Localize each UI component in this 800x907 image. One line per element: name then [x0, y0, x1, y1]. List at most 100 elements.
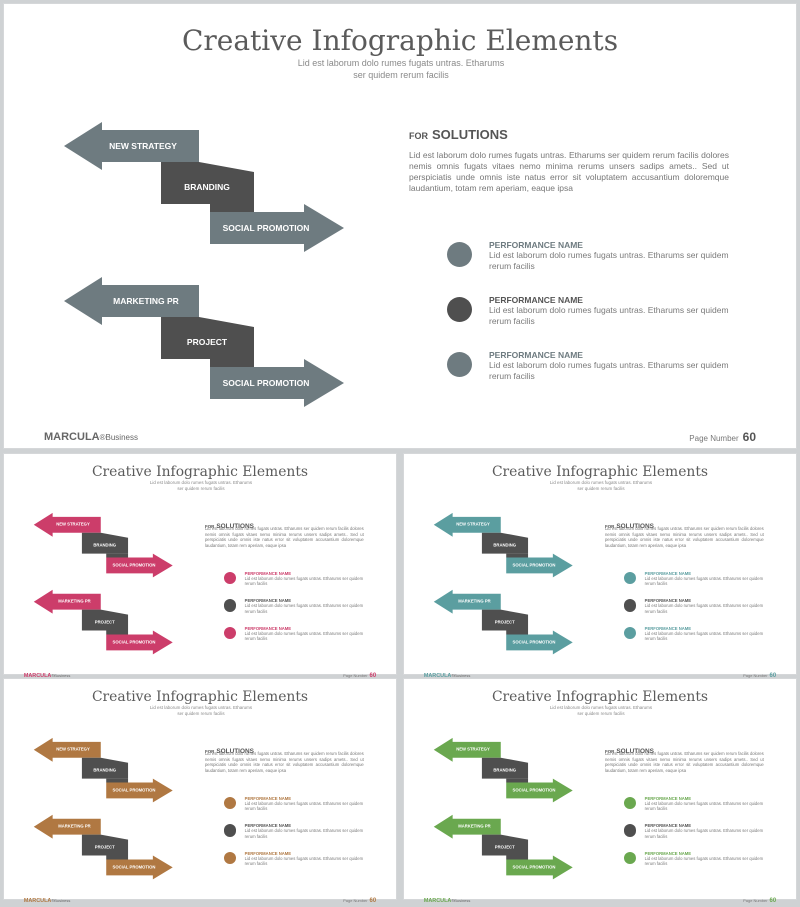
slide-title: Creative Infographic Elements [91, 463, 309, 480]
step-label-4: MARKETING PR [58, 598, 91, 604]
fold-notch-shape [506, 778, 529, 783]
right-arrow-shape [106, 630, 173, 655]
step-diagram-graphic [64, 122, 344, 407]
performance-name: PERFORMANCE NAME [644, 598, 692, 604]
left-arrow-shape [64, 277, 199, 325]
solutions-for-label: FOR [204, 748, 215, 754]
fold-notch-shape [106, 553, 129, 558]
performance-desc: Lid est laborum dolo rumes fugats untras… [644, 801, 764, 812]
performance-desc: Lid est laborum dolo rumes fugats untras… [644, 630, 764, 641]
step-label-3: SOCIAL PROMOTION [512, 787, 556, 793]
connector-bar-shape [81, 609, 129, 631]
step-label-3: SOCIAL PROMOTION [222, 223, 310, 233]
fold-notch-shape [106, 778, 129, 783]
performance-dot-icon [223, 824, 237, 837]
performance-dot-icon [447, 352, 472, 377]
right-arrow-shape [506, 778, 573, 803]
performance-desc: Lid est laborum dolo rumes fugats untras… [489, 250, 729, 271]
brand-name: MARCULA [23, 897, 52, 904]
brand-name: MARCULA [23, 672, 52, 679]
performance-name: PERFORMANCE NAME [244, 850, 292, 856]
slide-title: Creative Infographic Elements [491, 688, 709, 705]
performance-dot-icon [623, 572, 637, 585]
solutions-label: SOLUTIONS [616, 747, 654, 755]
solutions-for-label: FOR [409, 131, 428, 141]
performance-dot-icon [223, 851, 237, 865]
performance-desc: Lid est laborum dolo rumes fugats untras… [244, 855, 364, 866]
footer-brand: MARCULA®Business [24, 664, 70, 682]
footer-brand: MARCULA®Business [424, 889, 470, 907]
brand-suffix: ®Business [451, 897, 471, 903]
performance-dot-icon [623, 599, 637, 612]
step-label-6: SOCIAL PROMOTION [222, 378, 310, 388]
left-arrow-shape [433, 589, 501, 614]
slide-subtitle: Lid est laborum dolo rumes fugats untras… [149, 705, 253, 717]
step-label-1: NEW STRATEGY [56, 746, 90, 752]
brand-name: MARCULA [44, 431, 100, 443]
performance-desc: Lid est laborum dolo rumes fugats untras… [644, 603, 764, 614]
performance-name: PERFORMANCE NAME [489, 295, 583, 305]
page-number-label: Page Number [743, 898, 768, 904]
performance-dot-icon [223, 572, 237, 585]
performance-desc: Lid est laborum dolo rumes fugats untras… [644, 576, 764, 587]
brand-name: MARCULA [423, 897, 452, 904]
solutions-label: SOLUTIONS [216, 522, 254, 530]
fold-notch-shape [210, 359, 254, 367]
performance-name: PERFORMANCE NAME [244, 625, 292, 631]
page-number-label: Page Number [343, 898, 368, 904]
performance-desc: Lid est laborum dolo rumes fugats untras… [644, 855, 764, 866]
connector-bar-shape [161, 317, 254, 359]
right-arrow-shape [106, 553, 173, 578]
footer-brand: MARCULA®Business [44, 427, 138, 445]
connector-bar-shape [161, 162, 254, 204]
step-label-4: MARKETING PR [458, 823, 491, 829]
performance-desc: Lid est laborum dolo rumes fugats untras… [244, 801, 364, 812]
performance-desc: Lid est laborum dolo rumes fugats untras… [244, 576, 364, 587]
slide-subtitle: Lid est laborum dolo rumes fugats untras… [297, 58, 505, 80]
fold-notch-shape [506, 855, 529, 860]
right-arrow-shape [210, 359, 344, 407]
left-arrow-shape [433, 737, 501, 762]
performance-dot-icon [447, 297, 472, 322]
page-number-label: Page Number [689, 434, 739, 443]
right-arrow-shape [506, 855, 573, 880]
connector-bar-shape [81, 757, 129, 779]
step-label-6: SOCIAL PROMOTION [112, 864, 156, 870]
fold-notch-shape [506, 553, 529, 558]
page-number-value: 60 [369, 898, 377, 905]
left-arrow-shape [33, 814, 101, 839]
connector-bar-shape [481, 757, 529, 779]
brand-suffix: ®Business [51, 897, 71, 903]
performance-dot-icon [623, 626, 637, 640]
slide-title: Creative Infographic Elements [181, 24, 619, 57]
solutions-body: Lid est laborum dolo rumes fugats untras… [604, 751, 764, 773]
performance-dot-icon [623, 797, 637, 810]
slide-title: Creative Infographic Elements [491, 463, 709, 480]
solutions-for-label: FOR [604, 748, 615, 754]
step-diagram-graphic [433, 512, 573, 655]
performance-desc: Lid est laborum dolo rumes fugats untras… [244, 603, 364, 614]
brand-suffix: ®Business [51, 672, 71, 678]
step-label-3: SOCIAL PROMOTION [512, 562, 556, 568]
brand-suffix: ®Business [451, 672, 471, 678]
performance-name: PERFORMANCE NAME [244, 796, 292, 802]
solutions-body: Lid est laborum dolo rumes fugats untras… [604, 526, 764, 548]
slide-subtitle: Lid est laborum dolo rumes fugats untras… [149, 480, 253, 492]
page-number-label: Page Number [343, 673, 368, 679]
right-arrow-shape [210, 204, 344, 252]
